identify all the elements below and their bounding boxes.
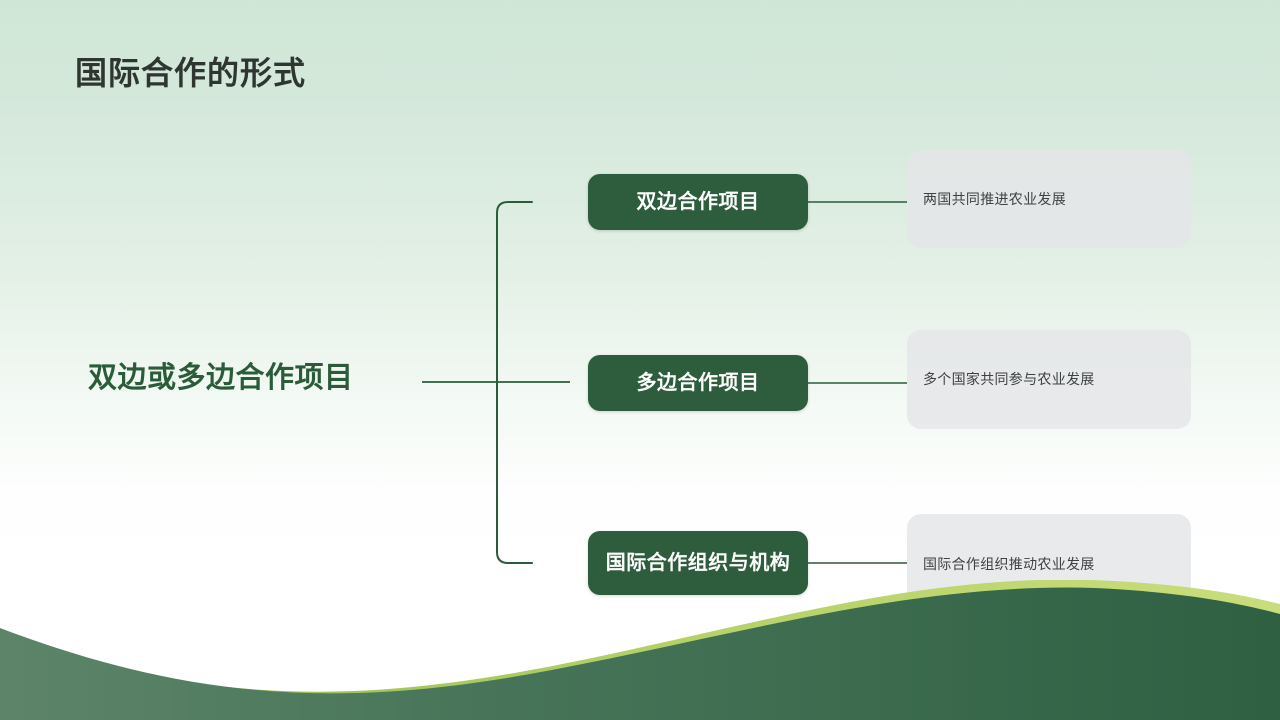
page-title: 国际合作的形式 — [75, 55, 307, 91]
topic-box-1[interactable]: 多边合作项目 — [588, 355, 808, 411]
topic-box-0[interactable]: 双边合作项目 — [588, 174, 808, 230]
detail-card-text-2: 国际合作组织推动农业发展 — [923, 555, 1095, 572]
root-node-label: 双边或多边合作项目 — [88, 362, 354, 394]
bracket-path — [496, 201, 533, 564]
detail-card-0[interactable]: 两国共同推进农业发展 — [907, 150, 1191, 248]
wave-main-dark — [0, 587, 1280, 720]
decorative-wave-graphic — [0, 580, 1280, 720]
detail-card-text-0: 两国共同推进农业发展 — [923, 190, 1066, 207]
topic-box-label-0: 双边合作项目 — [636, 190, 760, 213]
topic-box-2[interactable]: 国际合作组织与机构 — [588, 531, 808, 595]
detail-card-text-1: 多个国家共同参与农业发展 — [923, 371, 1095, 388]
detail-card-1[interactable]: 多个国家共同参与农业发展 — [907, 330, 1191, 429]
topic-box-label-1: 多边合作项目 — [636, 371, 760, 394]
topic-box-label-2: 国际合作组织与机构 — [605, 551, 791, 574]
